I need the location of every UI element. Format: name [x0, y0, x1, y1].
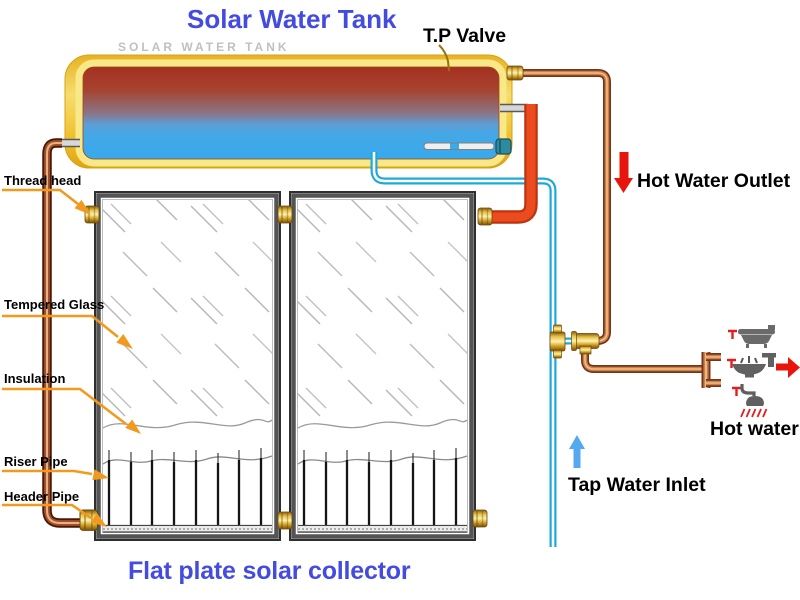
- heating-element: [423, 138, 512, 155]
- solar-collector-right: [290, 192, 475, 540]
- hot-water-outlet-label: Hot Water Outlet: [637, 170, 791, 192]
- solar-water-tank: [64, 54, 513, 169]
- insulation-label: Insulation: [4, 371, 66, 386]
- brass-fitting: [277, 205, 293, 224]
- tee-fitting: [571, 331, 600, 355]
- thread-head-label: Thread head: [4, 173, 82, 188]
- solar-collector-left: [95, 192, 280, 540]
- tp-valve: [438, 44, 450, 72]
- brass-fitting: [477, 207, 493, 226]
- collector-return-pipe: [42, 138, 84, 528]
- tap-water-inlet-label: Tap Water Inlet: [568, 474, 706, 496]
- tap-cross-fitting: [549, 324, 566, 359]
- outlet-manifold: [701, 352, 721, 388]
- collector-caption: Flat plate solar collector: [128, 557, 411, 585]
- hot-outlet-arrow: [614, 152, 633, 193]
- tank-ghost-text: SOLAR WATER TANK: [118, 40, 290, 54]
- header-pipe-label: Header Pipe: [4, 489, 80, 504]
- shower-icon: [732, 384, 768, 418]
- hot-water-outlet-pipe: [518, 69, 721, 388]
- collector-feed-pipe: [492, 104, 538, 224]
- brass-fitting: [506, 65, 524, 81]
- brass-fitting: [277, 511, 293, 530]
- basin-icon: [727, 353, 776, 378]
- brass-fitting: [84, 205, 100, 224]
- bathtub-icon: [728, 325, 775, 348]
- hot-water-arrow: [776, 357, 800, 378]
- pointer-arrows: [2, 188, 141, 527]
- tap-inlet-arrow: [569, 435, 585, 468]
- hot-water-label: Hot water: [710, 418, 799, 440]
- tempered-glass-label: Tempered Glass: [4, 297, 105, 312]
- riser-pipe-label: Riser Pipe: [4, 454, 68, 469]
- diagram-title: Solar Water Tank: [187, 4, 397, 34]
- brass-fitting: [472, 509, 488, 528]
- tp-valve-label: T.P Valve: [423, 25, 507, 47]
